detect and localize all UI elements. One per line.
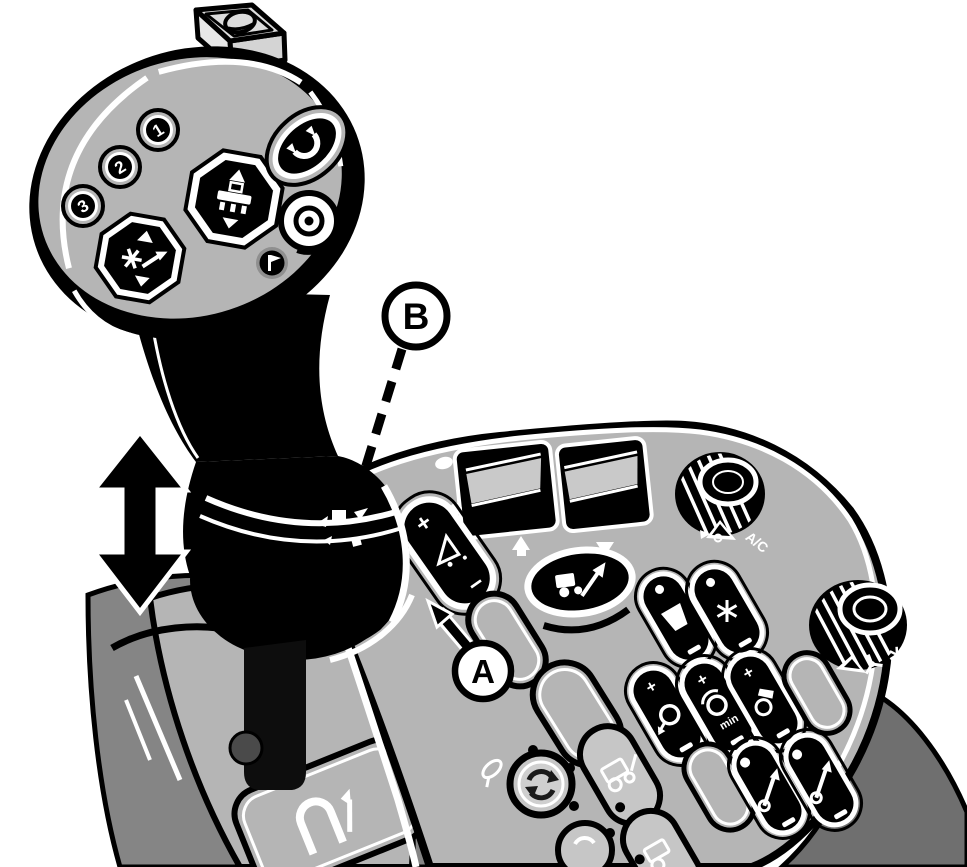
armrest-trim-2	[124, 699, 152, 761]
swirl-knob-icon	[223, 9, 257, 35]
fan-ramp-icon	[436, 532, 467, 567]
blank-pill-2	[681, 741, 757, 833]
pto-shaft-icon	[754, 688, 774, 717]
fan-temp-knob	[809, 580, 907, 676]
armrest-trim-1	[133, 675, 183, 781]
pto-button-1: +	[624, 661, 710, 767]
snowflake-icon	[716, 600, 738, 622]
head-rim-arc-2	[157, 58, 303, 85]
button-3: 3	[61, 184, 105, 228]
screw-dot	[528, 745, 538, 755]
callout-a-label: A	[471, 653, 495, 690]
callout-a-arrowhead	[425, 597, 455, 630]
screw-dot	[569, 801, 579, 811]
hitch-raise-lower-pad	[183, 148, 285, 250]
temp-knob-marks	[865, 646, 905, 675]
callout-a-circle	[451, 639, 515, 703]
hitch-raise-icon	[512, 536, 530, 556]
screw-dot	[565, 763, 575, 773]
hitch-raise-lower-pad-icon	[217, 169, 252, 229]
flag-button	[256, 247, 288, 279]
callout-b-label: B	[403, 296, 430, 337]
activation-square-with-arrows-icon	[316, 508, 368, 547]
callout-a: A	[425, 597, 515, 703]
callout-b-arrowhead	[347, 489, 366, 517]
callout-b: B	[347, 281, 451, 517]
speed-step-asterisk-pad-icon	[121, 230, 168, 287]
fan-icon	[865, 653, 883, 675]
speed-step-pad	[93, 211, 187, 305]
up-down-double-arrow	[88, 427, 192, 617]
lever-head: 1 2 3	[29, 46, 365, 340]
button-1: 1	[136, 108, 180, 152]
shaft-nub	[228, 730, 264, 766]
tractor-arrow-icon	[555, 562, 606, 598]
drive-oval-button	[524, 546, 636, 634]
lever-collar-1	[204, 495, 397, 527]
tractor-implement-button-2	[620, 807, 704, 867]
pto-button-2: + min	[675, 654, 761, 760]
flag-icon	[268, 255, 281, 271]
round-button-partial	[555, 820, 615, 867]
lever-slot-u-arrow-icon	[295, 788, 353, 856]
thumb-rocker-button: + −	[391, 490, 503, 616]
scv-button-2	[779, 728, 863, 832]
direction-reverse-u-arrow-icon	[286, 125, 321, 160]
scv-lever-icon	[757, 768, 780, 813]
blank-pill-1	[781, 650, 853, 736]
lever-shaft	[244, 640, 306, 790]
rotary-arrows-icon	[525, 769, 559, 801]
rotary-arrows-button	[506, 749, 576, 819]
head-rim-arc-1	[59, 75, 149, 269]
ac-temperature-knob	[675, 452, 765, 540]
head-rim-arc-3	[72, 289, 132, 338]
screw-dot	[605, 828, 615, 838]
screw-hole	[435, 456, 453, 470]
lever-collar-2	[199, 514, 403, 544]
direction-reverse-button	[264, 105, 350, 187]
callout-b-leader	[351, 347, 407, 500]
cup-holder-icon	[660, 602, 688, 632]
console-panel: + −	[297, 420, 907, 867]
rocker-switch-1	[452, 439, 560, 540]
snowflake-icon	[889, 646, 905, 663]
tractor-implement-icon	[600, 753, 638, 793]
lever-contour-right	[380, 484, 410, 624]
rocker-switch-2	[554, 436, 654, 534]
pto-gear-arrow-icon	[657, 703, 681, 736]
callout-b-circle	[381, 281, 451, 351]
scv-lever-icon	[809, 760, 832, 805]
button-2: 2	[98, 145, 142, 189]
thumb-scroll-wheel	[278, 190, 344, 255]
lever-rim-bottom	[329, 593, 415, 663]
leaf-mark	[481, 758, 503, 788]
